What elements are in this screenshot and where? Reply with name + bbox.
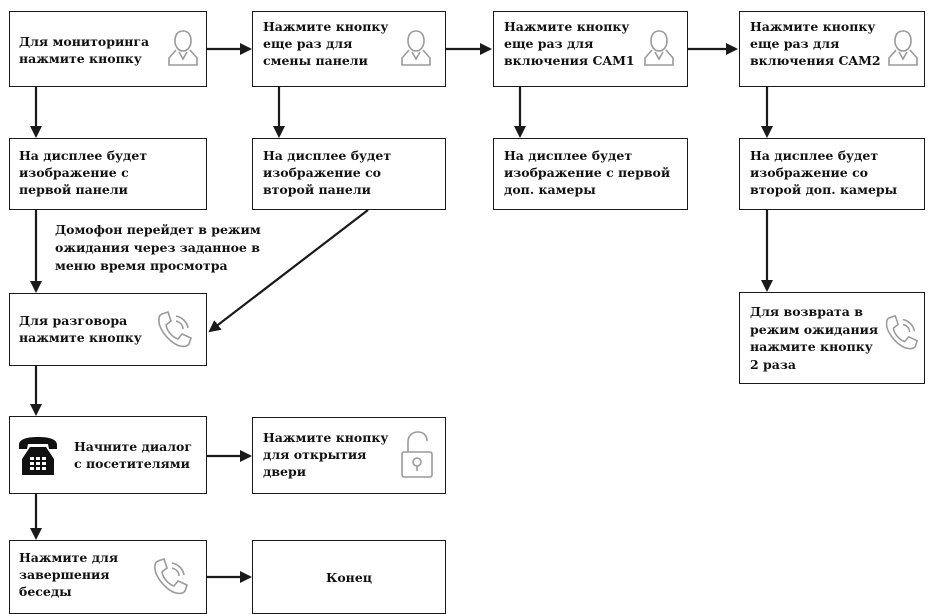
- node-display-first: На дисплее будет изображение с первой па…: [9, 138, 207, 210]
- node-text-line: завершения: [19, 567, 110, 582]
- node-end-call: Нажмите для завершения беседы: [9, 540, 207, 614]
- node-press-switch: Нажмите кнопку еще раз для смены панели: [252, 11, 446, 87]
- note-text-line: Домофон перейдет в режим: [55, 222, 261, 237]
- node-text-line: изображение со: [263, 165, 382, 180]
- node-display-second: На дисплее будет изображение со второй п…: [252, 138, 446, 210]
- user-icon: [644, 30, 674, 66]
- arrow-display2-to-talk: [208, 209, 369, 333]
- node-text-line: с посетителями: [74, 456, 190, 471]
- node-text-line: Нажмите для: [19, 550, 119, 565]
- node-text-line: На дисплее будет: [19, 148, 148, 163]
- node-text-line: нажмите кнопку: [19, 330, 142, 345]
- handset-icon: [154, 557, 188, 595]
- node-text-line: первой панели: [19, 182, 128, 197]
- node-text-line: второй панели: [263, 182, 371, 197]
- node-text-line: включения CAM2: [750, 53, 881, 68]
- node-text-line: 2 раза: [750, 356, 796, 372]
- node-text-line: Для разговора: [19, 313, 128, 328]
- node-text-line: для открытия: [263, 447, 367, 462]
- telephone-icon: [19, 437, 57, 475]
- node-text-line: двери: [263, 464, 306, 479]
- standby-note: Домофон перейдет в режим ожидания через …: [55, 221, 261, 275]
- node-text-line: Нажмите кнопку: [750, 19, 876, 34]
- node-text-line: доп. камеры: [504, 182, 596, 197]
- node-display-cam1: На дисплее будет изображение с первой до…: [493, 138, 688, 210]
- node-monitor: Для мониторинга нажмите кнопку: [9, 11, 207, 87]
- node-text-line: еще раз для: [750, 36, 840, 51]
- node-open-door: Нажмите кнопку для открытия двери: [252, 417, 446, 494]
- node-text-line: еще раз для: [263, 36, 353, 51]
- node-text-line: Нажмите кнопку: [504, 19, 630, 34]
- node-text-line: еще раз для: [504, 36, 594, 51]
- user-icon: [168, 30, 198, 66]
- node-display-cam2: На дисплее будет изображение со второй д…: [739, 138, 925, 210]
- node-text-line: изображение с: [19, 165, 129, 180]
- node-text-line: нажмите кнопку: [19, 51, 142, 66]
- handset-icon: [158, 310, 192, 348]
- node-text-line: смены панели: [263, 53, 368, 68]
- node-text-line: второй доп. камеры: [750, 182, 898, 197]
- node-text-line: изображение с первой: [504, 165, 671, 180]
- node-dialog: Начните диалог с посетителями: [9, 416, 207, 494]
- node-text-line: Начните диалог: [74, 439, 193, 454]
- node-text-line: Для мониторинга: [19, 34, 150, 49]
- node-text-line: изображение со: [750, 165, 869, 180]
- note-text-line: меню время просмотра: [55, 258, 228, 273]
- user-icon: [888, 30, 918, 66]
- node-return-standby: Для возврата в режим ожидания нажмите кн…: [739, 292, 925, 384]
- node-text-line: На дисплее будет: [504, 148, 633, 163]
- node-text-line: Нажмите кнопку: [263, 19, 389, 34]
- node-text-line: нажмите кнопку: [750, 339, 873, 354]
- node-text-line: включения CAM1: [504, 53, 635, 68]
- node-press-cam2: Нажмите кнопку еще раз для включения CAM…: [739, 11, 925, 87]
- note-text-line: ожидания через заданное в: [55, 240, 260, 255]
- node-text-line: Нажмите кнопку: [263, 430, 389, 445]
- user-icon: [401, 30, 431, 66]
- unlock-icon: [401, 431, 433, 478]
- node-talk: Для разговора нажмите кнопку: [9, 293, 207, 366]
- node-end: Конец: [252, 540, 446, 614]
- node-text-line: Конец: [325, 570, 373, 585]
- node-text-line: беседы: [19, 584, 72, 599]
- handset-icon: [885, 314, 919, 350]
- node-text-line: Для возврата в: [750, 304, 863, 319]
- node-press-cam1: Нажмите кнопку еще раз для включения CAM…: [493, 11, 688, 87]
- node-text-line: режим ожидания: [750, 321, 879, 337]
- node-text-line: На дисплее будет: [263, 148, 392, 163]
- node-text-line: На дисплее будет: [750, 148, 879, 163]
